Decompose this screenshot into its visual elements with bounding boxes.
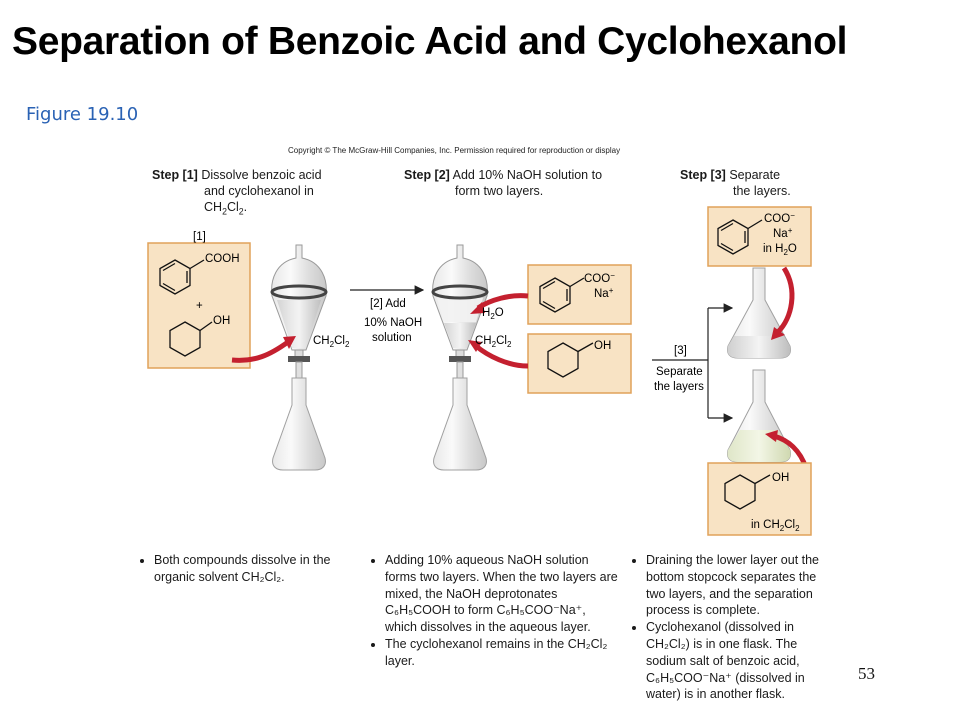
step-2-id: Step [2] bbox=[404, 168, 450, 182]
coo-minus-label-2: COO− bbox=[764, 211, 795, 225]
step-1-line2: and cyclohexanol in bbox=[204, 184, 314, 198]
red-arrow-4 bbox=[776, 266, 795, 334]
bullets-col-3: Draining the lower layer out the bottom … bbox=[632, 552, 837, 703]
separatory-funnel-1 bbox=[270, 244, 328, 471]
ch2cl2-label-2: CH2Cl2 bbox=[475, 335, 512, 349]
step-3-heading: Step [3] Separate the layers. bbox=[680, 167, 791, 199]
step-1-heading: Step [1] Dissolve benzoic acid and cyclo… bbox=[152, 167, 322, 217]
arrow2-line2: 10% NaOH bbox=[364, 317, 422, 329]
na-plus-label-2: Na+ bbox=[773, 226, 793, 240]
step-2-line1: Add 10% NaOH solution to bbox=[452, 168, 603, 182]
page-number: 53 bbox=[858, 664, 875, 683]
ch2cl2-label-1: CH2Cl2 bbox=[313, 335, 350, 349]
oh-label-2: OH bbox=[594, 340, 611, 352]
arrow2-line1: [2] Add bbox=[370, 298, 406, 310]
benzene-ring-icon-3 bbox=[717, 219, 763, 255]
flask-organic bbox=[727, 369, 791, 463]
bullet-item: Both compounds dissolve in the organic s… bbox=[154, 552, 355, 586]
oh-label: OH bbox=[213, 315, 230, 327]
step-2-heading: Step [2] Add 10% NaOH solution to form t… bbox=[404, 167, 602, 199]
benzene-ring-icon-2 bbox=[539, 277, 585, 313]
oh-label-3: OH bbox=[772, 472, 789, 484]
cooh-label: COOH bbox=[205, 253, 240, 265]
step-1-line3: CH2Cl2. bbox=[204, 200, 248, 217]
cyclohexanol-box-1: OH bbox=[527, 333, 632, 394]
cyclohexanol-in-ch2cl2-box: OH in CH2Cl2 bbox=[707, 462, 812, 536]
step-1-line1: Dissolve benzoic acid bbox=[201, 168, 322, 182]
step-3-id: Step [3] bbox=[680, 168, 726, 182]
bullets-col-1: Both compounds dissolve in the organic s… bbox=[140, 552, 355, 586]
step3-bracket bbox=[652, 303, 734, 423]
bullets-col-2: Adding 10% aqueous NaOH solution forms t… bbox=[371, 552, 621, 670]
in-ch2cl2-label: in CH2Cl2 bbox=[751, 519, 800, 533]
in-h2o-label: in H2O bbox=[763, 243, 797, 257]
red-arrow-3 bbox=[474, 344, 529, 369]
flask-aqueous bbox=[727, 267, 791, 359]
page-title: Separation of Benzoic Acid and Cyclohexa… bbox=[12, 20, 848, 63]
step3-marker: [3] bbox=[674, 345, 687, 357]
the-layers-label: the layers bbox=[654, 381, 704, 393]
h2o-label-1: H2O bbox=[482, 307, 504, 321]
figure-label: Figure 19.10 bbox=[26, 104, 139, 125]
benzoate-in-water-box: COO− Na+ in H2O bbox=[707, 206, 812, 267]
step-2-line2: form two layers. bbox=[455, 184, 544, 198]
benzoate-box: COO− Na+ bbox=[527, 264, 632, 325]
bullet-item: Adding 10% aqueous NaOH solution forms t… bbox=[385, 552, 621, 636]
red-arrow-1 bbox=[231, 339, 290, 363]
step-3-line2: the layers. bbox=[733, 184, 791, 198]
separate-label: Separate bbox=[656, 366, 703, 378]
na-plus-label-1: Na+ bbox=[594, 286, 614, 300]
plus-label: + bbox=[196, 300, 203, 312]
step1-box: [1] COOH + OH bbox=[147, 231, 251, 369]
copyright-notice: Copyright © The McGraw-Hill Companies, I… bbox=[288, 146, 621, 155]
bullet-item: Draining the lower layer out the bottom … bbox=[646, 552, 837, 619]
step-3-line1: Separate bbox=[729, 168, 781, 182]
separatory-funnel-2 bbox=[431, 244, 489, 471]
benzene-ring-icon bbox=[159, 259, 205, 295]
step1-marker: [1] bbox=[193, 231, 206, 243]
coo-minus-label-1: COO− bbox=[584, 271, 615, 285]
arrow2-line3: solution bbox=[372, 332, 412, 344]
bullet-item: Cyclohexanol (dissolved in CH₂Cl₂) is in… bbox=[646, 619, 837, 703]
step-1-id: Step [1] bbox=[152, 168, 198, 182]
bullet-item: The cyclohexanol remains in the CH₂Cl₂ l… bbox=[385, 636, 621, 670]
